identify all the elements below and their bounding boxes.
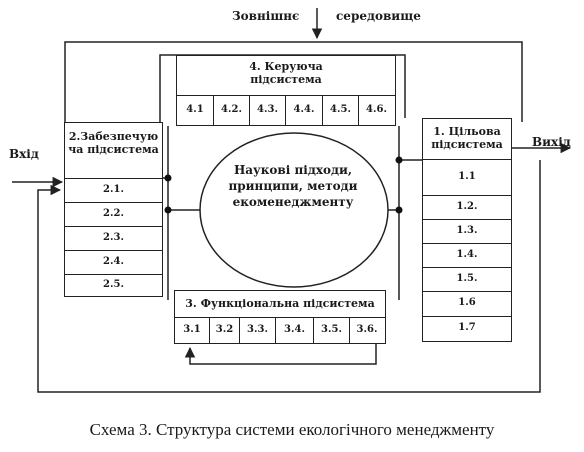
row-2-1: 2.1.	[65, 178, 162, 202]
row-1-2: 1.2.	[423, 195, 511, 219]
row-2-2: 2.2.	[65, 202, 162, 226]
row-1-1: 1.1	[423, 159, 511, 195]
cell-3-1: 3.1	[183, 324, 201, 335]
cell-4-6: 4.6.	[358, 96, 394, 125]
subsystem-3-title: 3. Функціональна підсистема	[185, 297, 375, 310]
global-feedback-loop	[37, 160, 541, 393]
cell-4-1: 4.1	[186, 104, 204, 115]
center-text: Наукові підходи, принципи, методи екомен…	[228, 163, 358, 209]
environment-frame	[64, 41, 523, 122]
subsystem-1-title: 1. Цільова підсистема	[431, 125, 503, 151]
environment-label-right: середовище	[336, 9, 421, 23]
subsystem-2-box: 2.Забезпечую ча підсистема 2.1. 2.2. 2.3…	[64, 122, 163, 297]
cell-3-3: 3.3.	[239, 318, 275, 343]
output-label: Вихід	[532, 135, 571, 149]
row-1-7: 1.7	[423, 316, 511, 341]
row-1-6: 1.6	[423, 291, 511, 316]
cell-3-6: 3.6.	[349, 318, 384, 343]
cell-4-4: 4.4.	[285, 96, 322, 125]
input-label: Вхід	[9, 147, 39, 161]
row-2-4: 2.4.	[65, 250, 162, 274]
subsystem-4-cells: 4.1 4.2. 4.3. 4.4. 4.5. 4.6.	[177, 95, 395, 125]
cell-4-2: 4.2.	[213, 96, 249, 125]
environment-label-left: Зовнішнє	[232, 9, 300, 23]
subsystem-1-box: 1. Цільова підсистема 1.1 1.2. 1.3. 1.4.…	[422, 118, 512, 342]
center-circle	[199, 132, 389, 288]
row-2-3: 2.3.	[65, 226, 162, 250]
subsystem-3-cells: 3.1 3.2 3.3. 3.4. 3.5. 3.6.	[175, 317, 385, 343]
subsystem-4-box: 4. Керуюча підсистема 4.1 4.2. 4.3. 4.4.…	[176, 55, 396, 126]
figure-caption: Схема 3. Структура системи екологічного …	[89, 420, 495, 439]
row-1-3: 1.3.	[423, 219, 511, 243]
cell-3-5: 3.5.	[313, 318, 349, 343]
subsystem-4-title: 4. Керуюча підсистема	[249, 60, 323, 86]
cell-4-3: 4.3.	[249, 96, 285, 125]
feedback-arrow-3	[184, 344, 377, 365]
cell-3-4: 3.4.	[275, 318, 313, 343]
cell-3-2: 3.2	[209, 318, 239, 343]
row-1-5: 1.5.	[423, 267, 511, 291]
subsystem-2-title: 2.Забезпечую ча підсистема	[68, 130, 159, 156]
subsystem-3-box: 3. Функціональна підсистема 3.1 3.2 3.3.…	[174, 290, 386, 344]
junction-dots	[164, 156, 403, 214]
cell-4-5: 4.5.	[322, 96, 358, 125]
row-2-5: 2.5.	[65, 274, 162, 296]
row-1-4: 1.4.	[423, 243, 511, 267]
